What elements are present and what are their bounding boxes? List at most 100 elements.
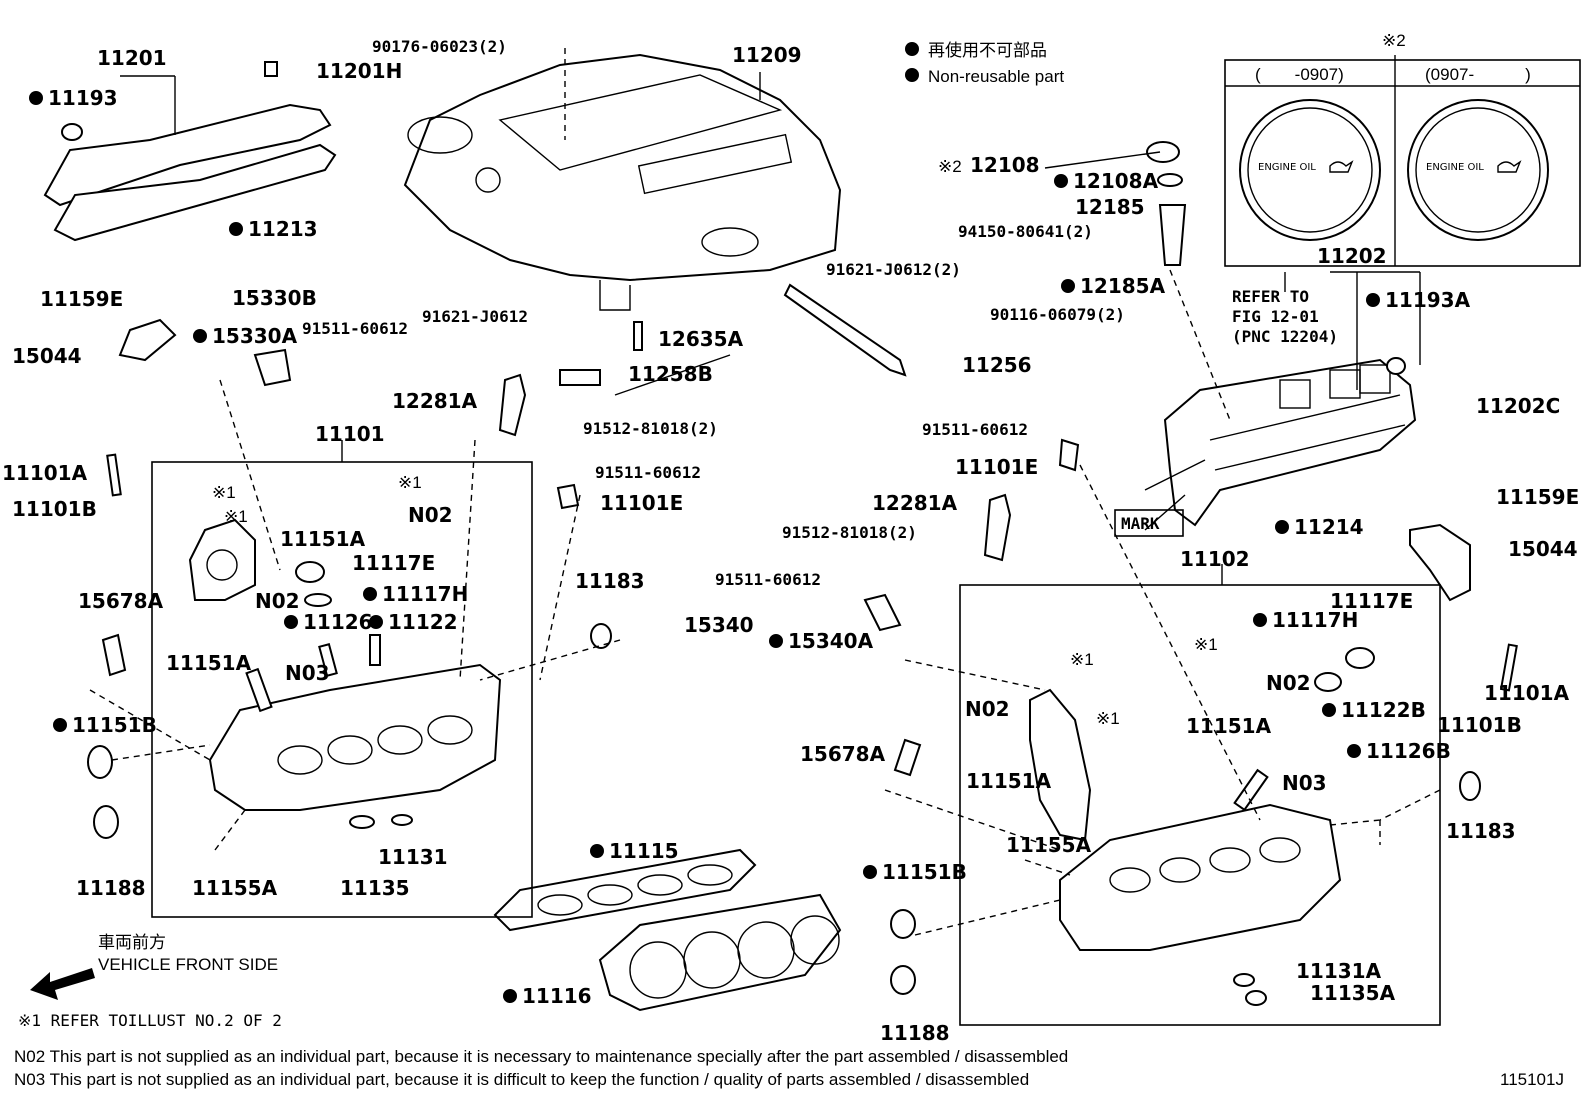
oring-11117H-left (304, 593, 332, 607)
non-reusable-dot-icon (1253, 613, 1267, 627)
label-11202C: 11202C (1476, 394, 1560, 418)
label-11101B-left: 11101B (12, 497, 97, 521)
front-label-jp: 車両前方 (98, 933, 166, 952)
refer-line1: REFER TO (1232, 287, 1309, 306)
refer-line2: FIG 12-01 (1232, 307, 1319, 326)
non-reusable-dot-icon (363, 587, 377, 601)
non-reusable-dot-icon (1054, 174, 1068, 188)
legend-jp: 再使用不可部品 (928, 40, 1047, 60)
non-reusable-dot-icon (863, 865, 877, 879)
label-91511-a: 91511-60612 (302, 319, 408, 338)
plug-11188-left (93, 805, 119, 839)
label-11258B: 11258B (628, 362, 713, 386)
oil-cap-new-icon: ENGINE OIL (1407, 99, 1549, 241)
note1-mark-d: ※1 (1194, 635, 1218, 654)
non-reusable-dot-icon (769, 634, 783, 648)
tube-N03-left (245, 667, 273, 713)
guide-11122 (369, 634, 381, 666)
label-11135: 11135 (340, 876, 410, 900)
label-15330B: 15330B (232, 286, 317, 310)
seal-11117E-left (295, 561, 325, 583)
label-12185: 12185 (1075, 195, 1145, 219)
fitting-11101E-right (1058, 438, 1080, 472)
non-reusable-dot-icon (905, 68, 919, 82)
label-11151A-c: 11151A (1186, 714, 1272, 738)
label-11188-right: 11188 (880, 1021, 950, 1045)
washer-11135A (1245, 990, 1267, 1006)
label-12185A: 12185A (1080, 274, 1166, 298)
label-11193A: 11193A (1385, 288, 1471, 312)
non-reusable-dot-icon (1347, 744, 1361, 758)
label-11126-left: 11126 (303, 610, 373, 634)
label-15044-right: 15044 (1508, 537, 1578, 561)
bolt-11101A-left (106, 453, 122, 497)
timing-cover-right (1029, 688, 1092, 842)
bolt-11101A-right (1499, 643, 1518, 692)
tube-N03-right (1233, 768, 1269, 812)
mark-label: MARK (1121, 514, 1160, 533)
non-reusable-dot-icon (53, 718, 67, 732)
engine-cover-11209 (403, 53, 842, 311)
label-12281A-left: 12281A (392, 389, 478, 413)
label-11131A: 11131A (1296, 959, 1382, 983)
label-11159E-left: 11159E (40, 287, 123, 311)
label-11122-left: 11122 (388, 610, 458, 634)
mark-box (1114, 509, 1184, 537)
label-91511-d: 91511-60612 (715, 570, 821, 589)
sensor-15678A-left (101, 633, 127, 677)
cylinder-head-11102-right (1059, 803, 1342, 951)
washer-11131A (1233, 973, 1255, 987)
label-11151B-left: 11151B (72, 713, 157, 737)
detail-right-range: (0907- ) (1425, 65, 1531, 84)
bracket-11258B (559, 369, 601, 386)
valve-cover-11201 (43, 61, 337, 242)
label-N02-d: N02 (965, 697, 1010, 721)
label-11122B: 11122B (1341, 698, 1426, 722)
timing-cover-left (188, 518, 256, 601)
subassembly-box-11102 (959, 584, 1441, 1026)
label-11201H: 11201H (316, 59, 402, 83)
non-reusable-dot-icon (503, 989, 517, 1003)
label-11151A-a: 11151A (280, 527, 366, 551)
plug-11183-right (1459, 771, 1481, 801)
washer-11131 (391, 814, 413, 826)
seal-11151B-right (890, 909, 916, 939)
label-11193: 11193 (48, 86, 118, 110)
note1-mark-e: ※1 (1070, 650, 1094, 669)
front-label-en: VEHICLE FRONT SIDE (98, 955, 278, 974)
label-11201: 11201 (97, 46, 167, 70)
label-11126B: 11126B (1366, 739, 1451, 763)
legend-en: Non-reusable part (928, 67, 1064, 86)
label-11101E-left: 11101E (600, 491, 683, 515)
head-gasket-11116 (598, 893, 842, 1012)
note1-mark-c: ※1 (398, 473, 422, 492)
head-gasket-11115 (493, 848, 757, 932)
non-reusable-dot-icon (284, 615, 298, 629)
plug-11188-right (890, 965, 916, 995)
label-11101E-right: 11101E (955, 455, 1038, 479)
label-11101B-right: 11101B (1437, 713, 1522, 737)
label-N03-right: N03 (1282, 771, 1327, 795)
label-11101A-right: 11101A (1484, 681, 1570, 705)
washer-11135 (349, 815, 375, 829)
refer-line3: (PNC 12204) (1232, 327, 1338, 346)
non-reusable-dot-icon (369, 615, 383, 629)
label-11188-left: 11188 (76, 876, 146, 900)
fitting-11101E-left (556, 483, 580, 510)
sensor-15678A-right (893, 738, 922, 777)
spark-plug-12635A (633, 321, 643, 351)
bracket-12281A-right (983, 493, 1012, 562)
label-11101A-left: 11101A (2, 461, 88, 485)
label-11101: 11101 (315, 422, 385, 446)
label-11151B-right: 11151B (882, 860, 967, 884)
label-11155A-left: 11155A (192, 876, 278, 900)
label-11117H-left: 11117H (382, 582, 468, 606)
label-94150: 94150-80641(2) (958, 222, 1093, 241)
note1-mark-f: ※1 (1096, 709, 1120, 728)
non-reusable-dot-icon (1366, 293, 1380, 307)
seal-11117E-right (1345, 647, 1375, 669)
label-12635A: 12635A (658, 327, 744, 351)
footnote-n03: N03 This part is not supplied as an indi… (14, 1070, 1029, 1089)
label-11135A: 11135A (1310, 981, 1396, 1005)
plug-11183-left (590, 623, 612, 649)
